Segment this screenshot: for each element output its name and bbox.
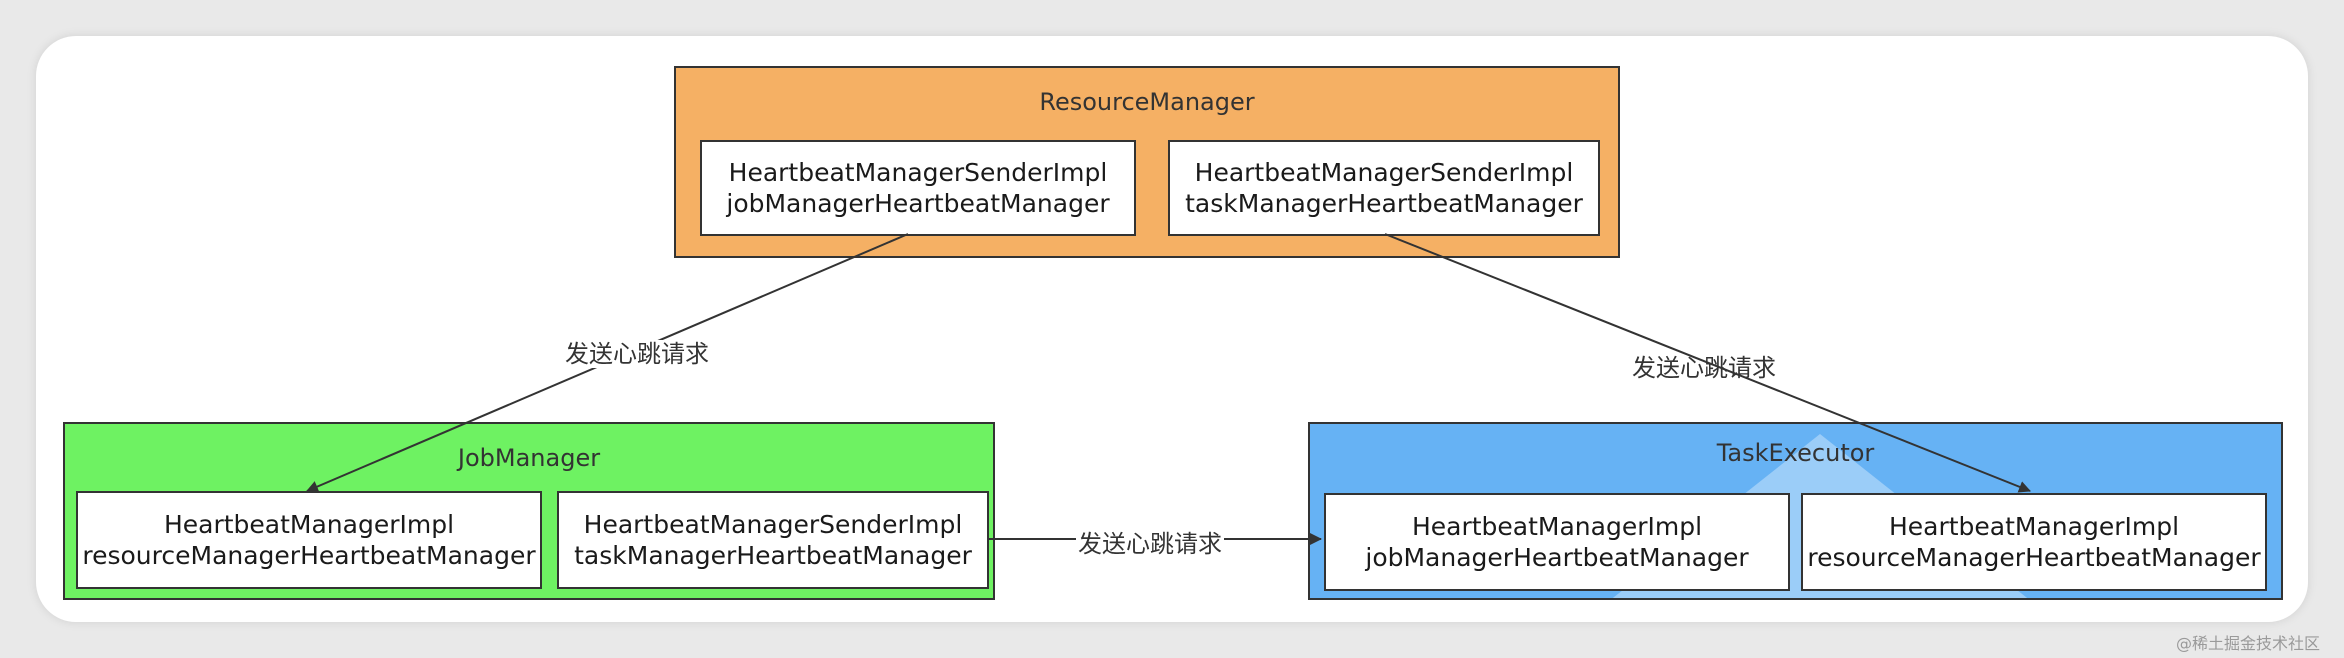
node-class-label: HeartbeatManagerSenderImpl bbox=[728, 158, 1108, 187]
node-field-label: jobManagerHeartbeatManager bbox=[1365, 543, 1749, 572]
jm-task-manager-heartbeat-sender-node: HeartbeatManagerSenderImpl taskManagerHe… bbox=[557, 491, 989, 589]
node-class-label: HeartbeatManagerImpl bbox=[1888, 512, 2180, 541]
task-executor-group: TaskExecutor HeartbeatManagerImpl jobMan… bbox=[1308, 422, 2283, 600]
resource-manager-group: ResourceManager HeartbeatManagerSenderIm… bbox=[674, 66, 1620, 258]
edge-label-rm-to-jm: 发送心跳请求 bbox=[563, 340, 711, 368]
node-class-label: HeartbeatManagerImpl bbox=[163, 510, 455, 539]
node-field-label: resourceManagerHeartbeatManager bbox=[82, 541, 536, 570]
node-field-label: resourceManagerHeartbeatManager bbox=[1807, 543, 2261, 572]
job-manager-title: JobManager bbox=[457, 444, 601, 472]
node-class-label: HeartbeatManagerSenderImpl bbox=[1194, 158, 1574, 187]
watermark-text: @稀土掘金技术社区 bbox=[2176, 634, 2321, 653]
edge-label-jm-to-te: 发送心跳请求 bbox=[1076, 530, 1224, 558]
task-executor-title: TaskExecutor bbox=[1716, 439, 1875, 467]
node-field-label: taskManagerHeartbeatManager bbox=[1185, 189, 1583, 218]
jm-resource-manager-heartbeat-node: HeartbeatManagerImpl resourceManagerHear… bbox=[76, 491, 542, 589]
rm-job-manager-heartbeat-sender-node: HeartbeatManagerSenderImpl jobManagerHea… bbox=[700, 140, 1136, 236]
node-class-label: HeartbeatManagerImpl bbox=[1411, 512, 1703, 541]
te-resource-manager-heartbeat-node: HeartbeatManagerImpl resourceManagerHear… bbox=[1801, 493, 2267, 591]
job-manager-group: JobManager HeartbeatManagerImpl resource… bbox=[63, 422, 995, 600]
te-job-manager-heartbeat-node: HeartbeatManagerImpl jobManagerHeartbeat… bbox=[1324, 493, 1790, 591]
node-field-label: jobManagerHeartbeatManager bbox=[726, 189, 1110, 218]
resource-manager-title: ResourceManager bbox=[1039, 88, 1255, 116]
edge-rm-to-te bbox=[1384, 233, 2031, 493]
edge-label-rm-to-te: 发送心跳请求 bbox=[1632, 354, 1776, 382]
node-class-label: HeartbeatManagerSenderImpl bbox=[583, 510, 963, 539]
rm-task-manager-heartbeat-sender-node: HeartbeatManagerSenderImpl taskManagerHe… bbox=[1168, 140, 1600, 236]
node-field-label: taskManagerHeartbeatManager bbox=[574, 541, 972, 570]
